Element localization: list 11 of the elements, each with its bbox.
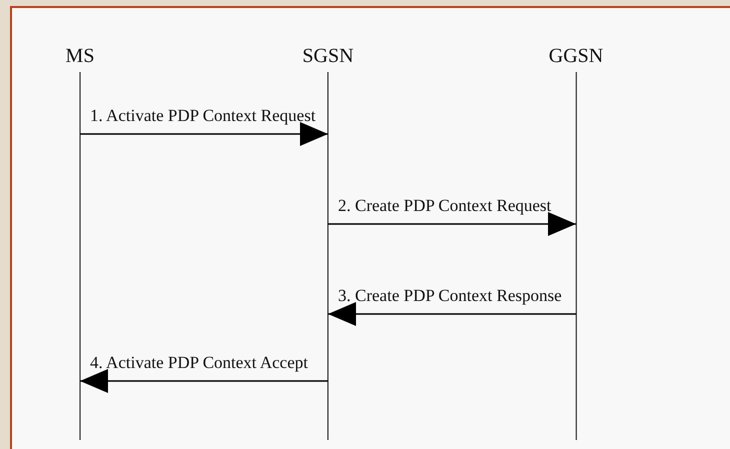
participant-name: SGSN <box>302 44 354 68</box>
message-arrow <box>328 302 576 326</box>
edge-label: 2. Create PDP Context Request <box>338 196 552 216</box>
edge-label: 4. Activate PDP Context Accept <box>90 353 308 373</box>
participant-name: GGSN <box>548 44 604 68</box>
message-arrow <box>328 212 576 236</box>
edge-label: 1. Activate PDP Context Request <box>90 106 316 126</box>
message-arrow <box>80 369 328 393</box>
participant-name: MS <box>66 44 94 68</box>
message-arrow <box>80 122 328 146</box>
edge-label: 3. Create PDP Context Response <box>338 286 562 306</box>
